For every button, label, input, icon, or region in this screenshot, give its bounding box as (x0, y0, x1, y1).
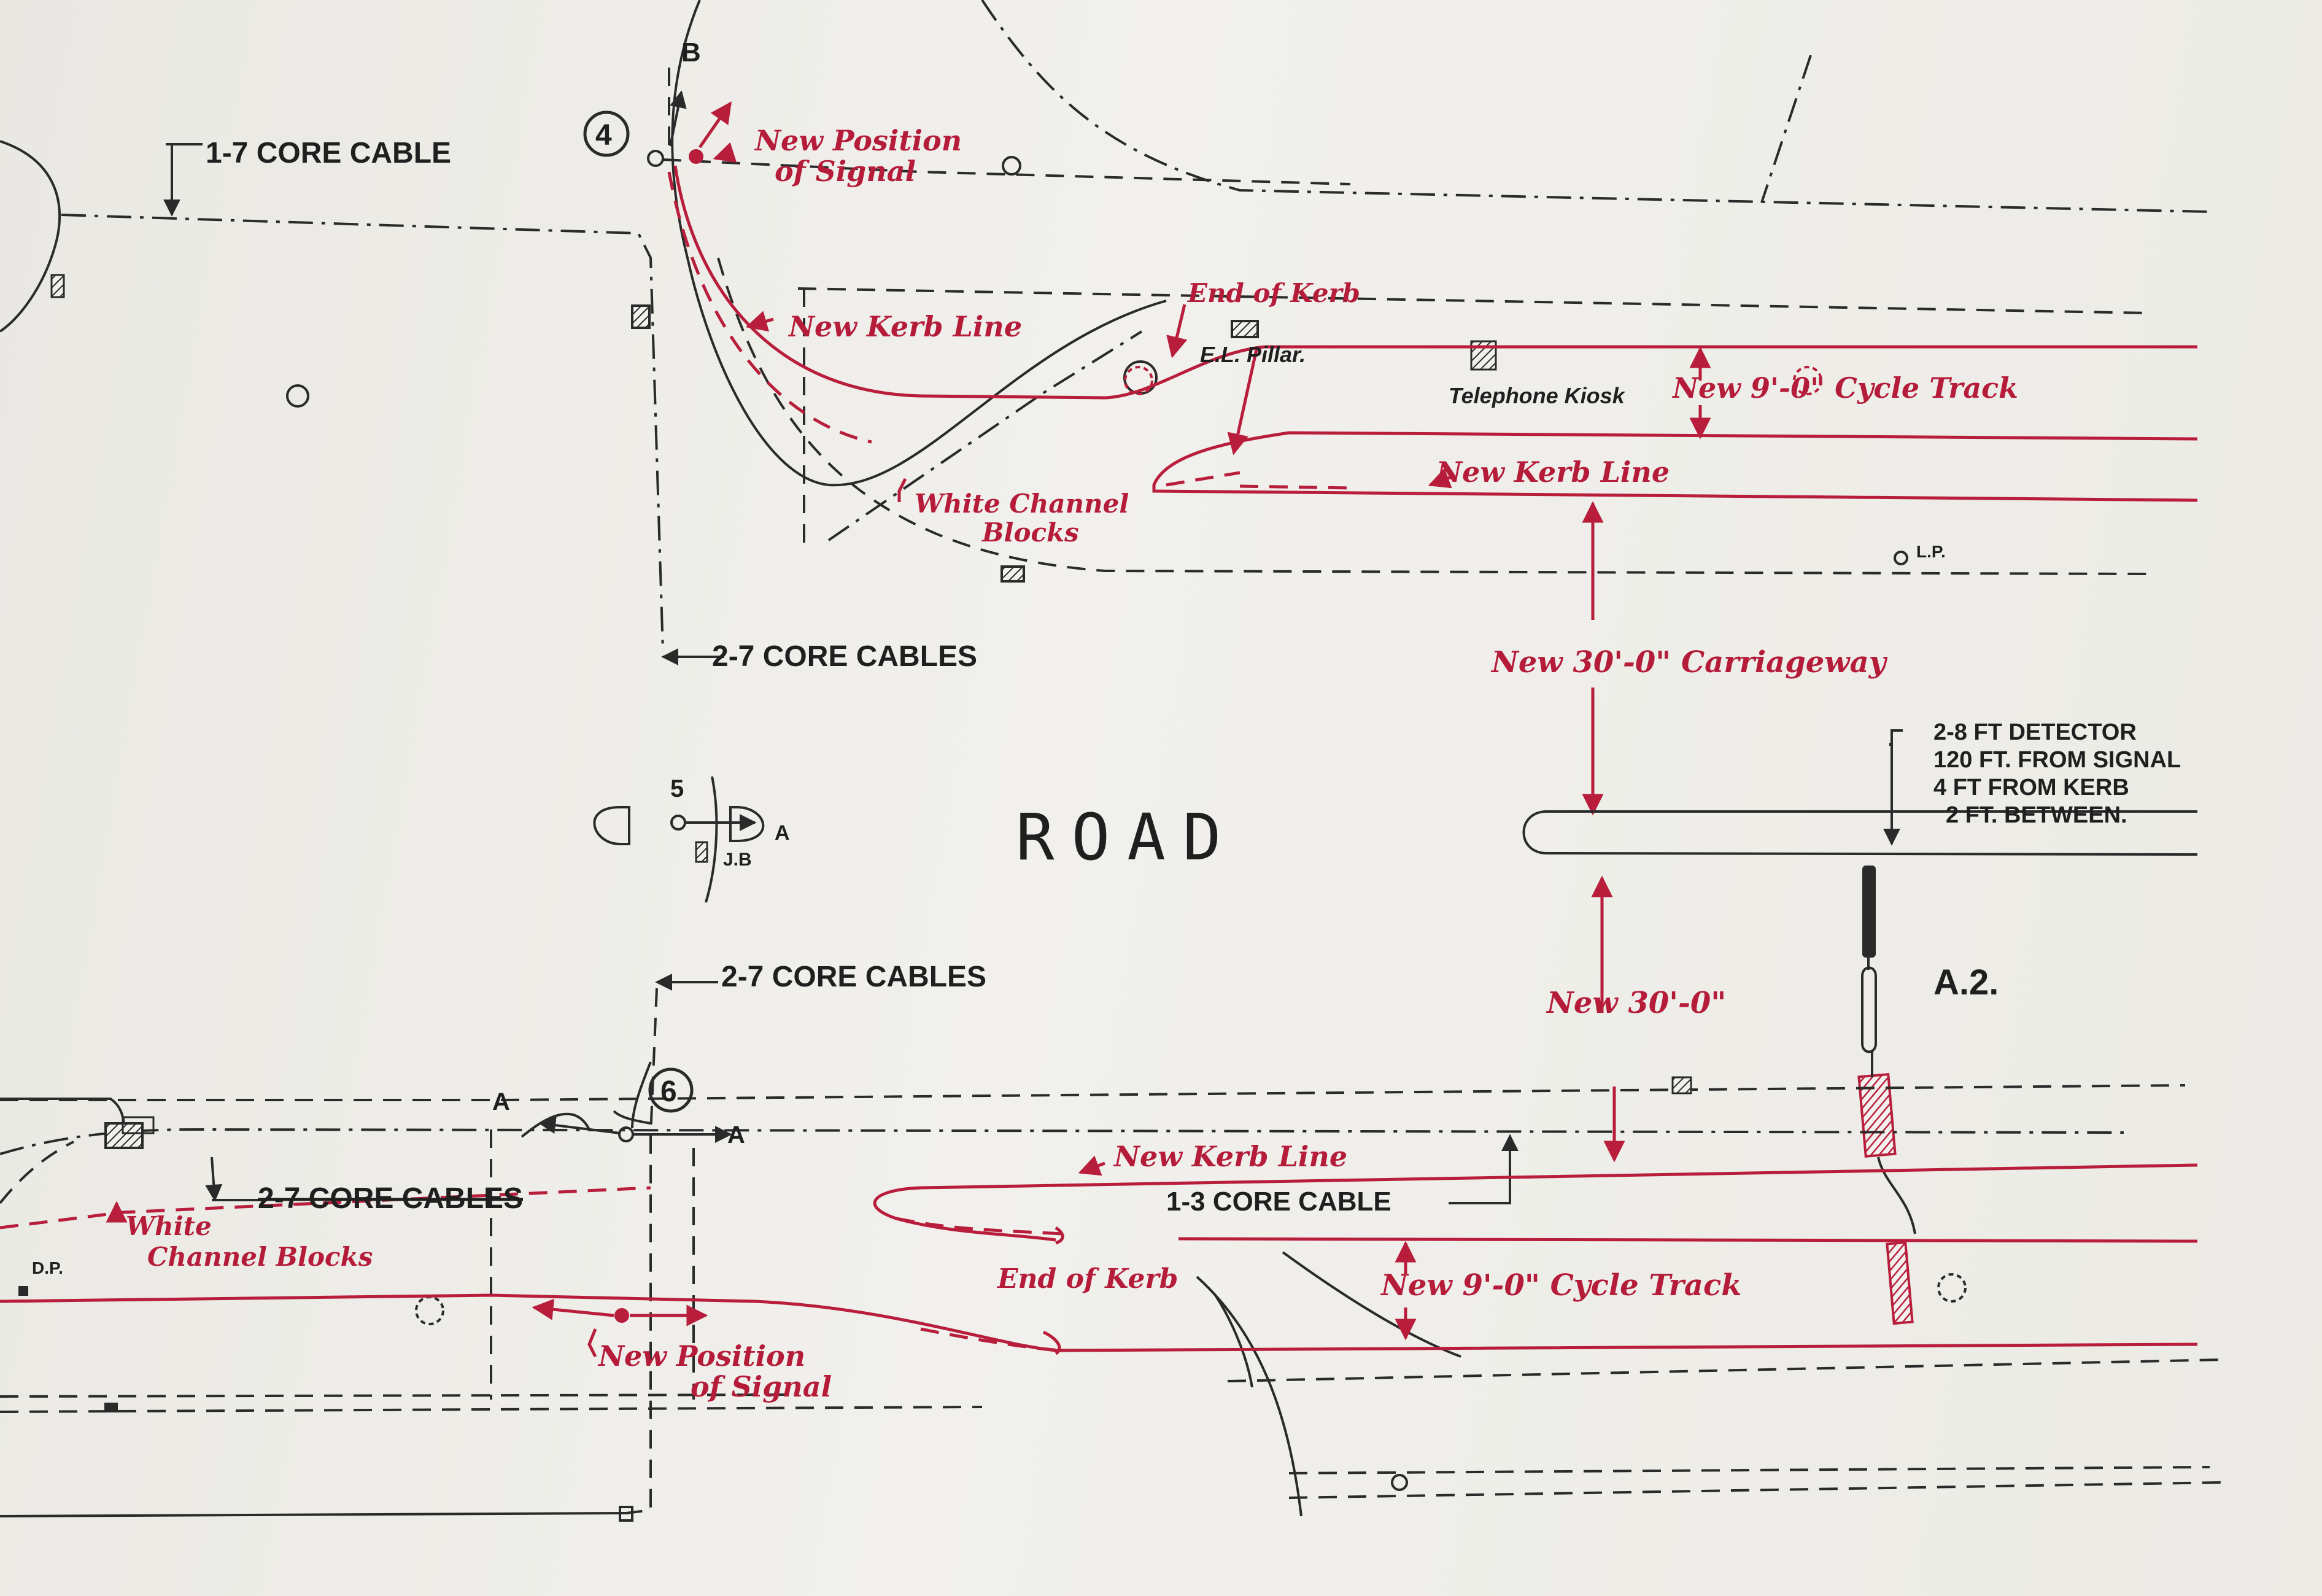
jb-label: J.B (723, 850, 752, 870)
end-of-kerb-top-label: End of Kerb (1187, 278, 1360, 308)
signal-6-number: 6 (660, 1075, 677, 1108)
core-cable-top-label: 1-7 CORE CABLE (206, 137, 451, 169)
existing-features-top (0, 0, 2210, 665)
core-cable-1-3-label: 1-3 CORE CABLE (1166, 1187, 1391, 1217)
core-cables-bottom-mid-label: 2-7 CORE CABLES (721, 961, 986, 993)
end-of-kerb-bottom-label: End of Kerb (996, 1263, 1178, 1295)
black-labels: 1-7 CORE CABLE 4 B E.L. Pillar. Telephon… (32, 37, 2181, 1277)
existing-features-bottom (0, 974, 2223, 1522)
detector-line-1: 2-8 FT DETECTOR (1933, 719, 2137, 745)
detector-line-3: 4 FT FROM KERB (1933, 775, 2129, 800)
el-pillar-label: E.L. Pillar. (1200, 342, 1306, 367)
core-cables-top-mid-label: 2-7 CORE CABLES (712, 640, 977, 673)
cycle-track-bottom-label: New 9'-0" Cycle Track (1380, 1268, 1741, 1303)
core-cables-bottom-left-label: 2-7 CORE CABLES (258, 1182, 523, 1215)
white-channel-top-line2: Blocks (981, 517, 1079, 548)
white-channel-bottom-line2: Channel Blocks (147, 1242, 373, 1272)
new-kerb-line-bottom-label: New Kerb Line (1113, 1140, 1347, 1173)
signal-5-letter: A (775, 821, 790, 845)
signal-6-letter-left: A (492, 1088, 510, 1115)
telephone-kiosk-label: Telephone Kiosk (1449, 383, 1626, 408)
white-channel-bottom-line1: White (126, 1211, 212, 1241)
detector-line-4: 2 FT. BETWEEN. (1946, 802, 2127, 828)
road-label: ROAD (1016, 800, 1238, 875)
new-works-top (667, 101, 2198, 816)
white-channel-top-line1: White Channel (915, 489, 1129, 519)
road-centre-features (593, 729, 2198, 1325)
detector-line-2: 120 FT. FROM SIGNAL (1933, 747, 2181, 773)
cycle-track-top-label: New 9'-0" Cycle Track (1671, 371, 2018, 405)
new-kerb-line-top-right-label: New Kerb Line (1435, 455, 1670, 489)
new-kerb-line-top-left-label: New Kerb Line (788, 310, 1022, 343)
new-position-signal-top-line1: New Position (754, 124, 962, 157)
signal-4-number: 4 (595, 119, 612, 152)
new-position-signal-bottom-line2: of Signal (691, 1370, 832, 1403)
new-position-signal-bottom-line1: New Position (597, 1339, 805, 1373)
new-position-signal-top-line2: of Signal (775, 155, 916, 188)
new-30-bottom-label: New 30'-0" (1546, 986, 1726, 1020)
signal-4-letter: B (681, 37, 701, 68)
red-labels: New Position of Signal End of Kerb New K… (126, 124, 2018, 1403)
a2-label: A.2. (1933, 963, 1999, 1002)
carriageway-label: New 30'-0" Carriageway (1490, 645, 1888, 680)
signal-5-number: 5 (670, 775, 684, 802)
dp-label: D.P. (32, 1258, 63, 1277)
new-works-bottom (0, 875, 2198, 1358)
signal-6-letter-right: A (727, 1121, 745, 1149)
lp-label: L.P. (1916, 542, 1946, 561)
